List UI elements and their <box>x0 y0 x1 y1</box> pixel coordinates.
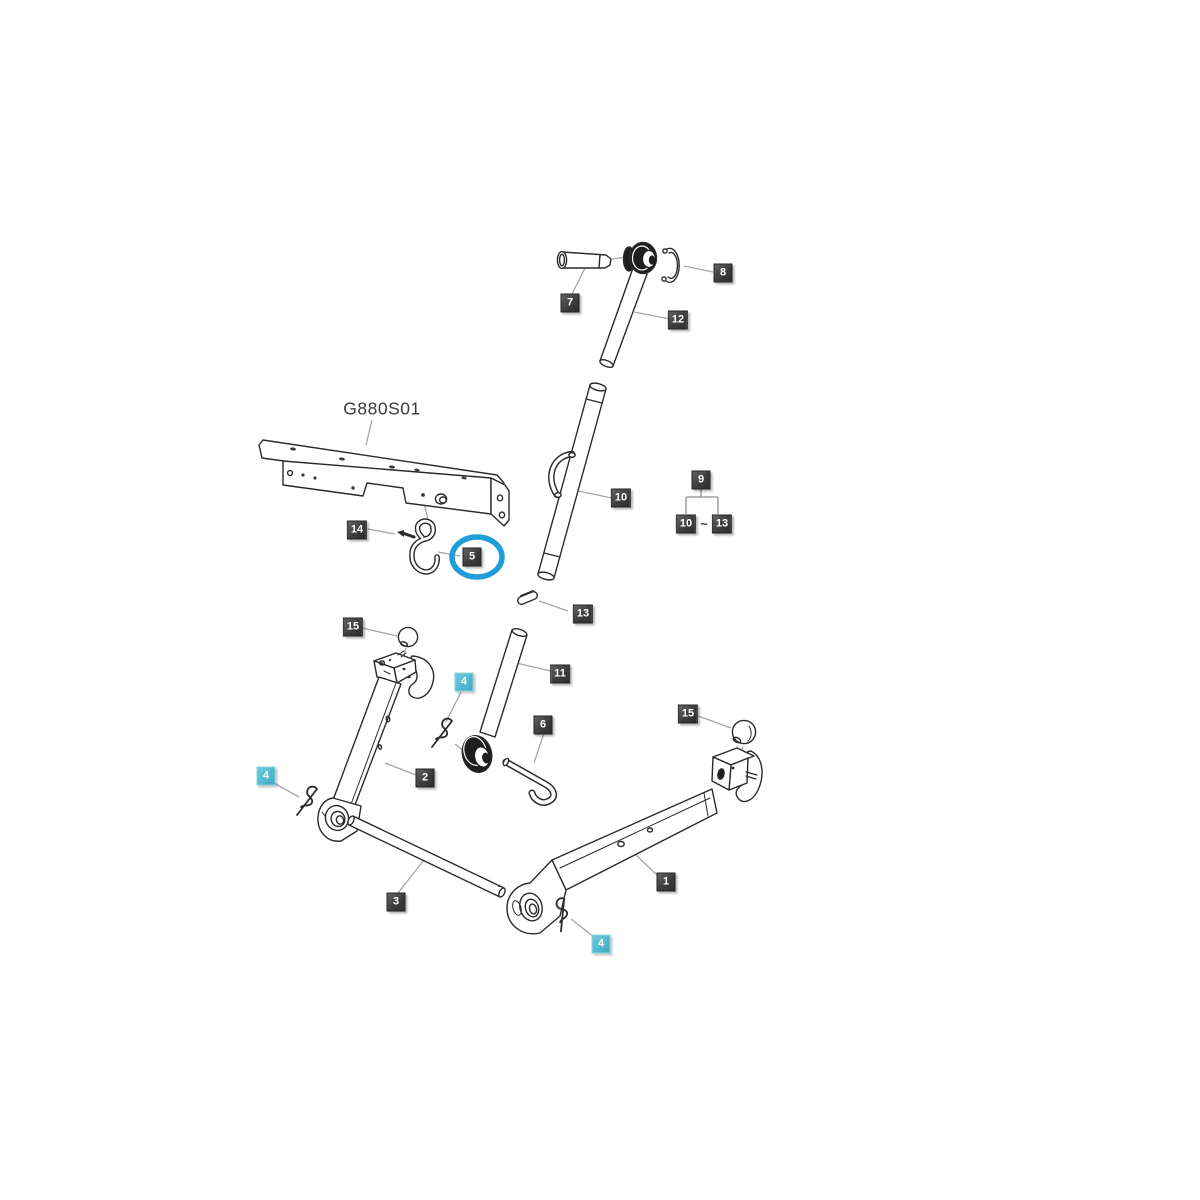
part-label-2: 2 <box>415 768 435 788</box>
part-label-15-left: 15 <box>342 617 364 637</box>
part-label-13: 13 <box>572 604 594 624</box>
part-11-pin <box>479 628 528 738</box>
part-g880-frame-bracket <box>258 439 510 527</box>
part-label-3: 3 <box>386 892 406 912</box>
part-label-12: 12 <box>667 310 689 330</box>
part-5-s-hook <box>409 518 440 575</box>
part-15-ball-cap-right <box>731 719 757 745</box>
part-label-4-left: 4 <box>256 766 276 786</box>
part-label-11: 11 <box>550 664 570 684</box>
part-10-lift-link-barrel <box>537 382 607 581</box>
part-12-upper-lift-rod <box>599 241 658 369</box>
highlight-circle <box>449 534 505 580</box>
part-label-15-right: 15 <box>677 704 699 724</box>
ball-bearing <box>461 735 493 773</box>
part-label-10: 10 <box>610 488 632 508</box>
part-14-bolt <box>397 530 416 539</box>
part-label-4-bottom: 4 <box>591 934 611 954</box>
part-label-1: 1 <box>656 872 676 892</box>
part-8-snap-ring <box>661 247 680 284</box>
part-label-5: 5 <box>462 547 482 567</box>
part-13-roll-pin <box>517 590 538 605</box>
part-label-9: 9 <box>691 470 711 490</box>
group-label-10: 10 <box>675 514 697 534</box>
part-6-linch-pin <box>502 757 558 806</box>
diagram-title: G880S01 <box>343 398 421 419</box>
part-label-14: 14 <box>346 520 368 540</box>
part-15-ball-cap-left <box>397 626 419 648</box>
group-label-13: 13 <box>711 514 733 534</box>
part-2-lower-link-arm-left <box>317 650 435 842</box>
group-9-bracket-lines <box>685 489 719 514</box>
part-label-6: 6 <box>533 715 553 735</box>
part-7-clevis-pin <box>556 250 612 270</box>
part-label-4-middle: 4 <box>454 672 474 692</box>
part-label-8: 8 <box>713 263 733 283</box>
part-1-lower-link-arm-right <box>506 747 763 935</box>
part-3-leveling-rod <box>347 815 506 898</box>
group-label-tilde: ~ <box>700 516 708 532</box>
part-label-7: 7 <box>560 293 580 313</box>
part-4-r-clip-left <box>296 785 318 816</box>
part-4-r-clip-middle <box>431 717 453 748</box>
